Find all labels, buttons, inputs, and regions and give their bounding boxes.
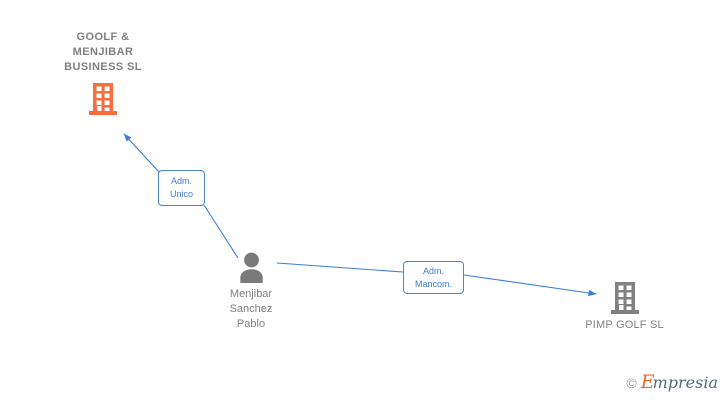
node-company-goolf-menjibar-business-sl[interactable]: GOOLF & MENJIBAR BUSINESS SL xyxy=(33,30,173,116)
person-icon xyxy=(196,252,306,283)
building-icon xyxy=(33,82,173,116)
node-person-label: Menjibar Sanchez Pablo xyxy=(229,288,273,330)
node-company-main-label: GOOLF & MENJIBAR BUSINESS SL xyxy=(64,31,142,73)
building-icon xyxy=(572,281,677,315)
edge-adm-mancom-segment-right xyxy=(463,274,597,297)
edge-adm-mancom-segment-left xyxy=(276,262,404,273)
node-person-menjibar-sanchez-pablo[interactable]: Menjibar Sanchez Pablo xyxy=(196,252,306,332)
node-company-right-label: PIMP GOLF SL xyxy=(585,319,664,331)
copyright-symbol: © xyxy=(626,374,637,391)
edge-label-adm-mancom[interactable]: Adm. Mancom. xyxy=(403,261,464,294)
edge-adm-unico-segment-upper xyxy=(123,133,160,173)
node-company-pimp-golf-sl[interactable]: PIMP GOLF SL xyxy=(572,281,677,332)
edge-adm-unico-segment-lower xyxy=(203,204,239,259)
edge-label-adm-unico[interactable]: Adm. Unico xyxy=(158,170,205,206)
brand-initial: E xyxy=(640,371,655,393)
watermark-empresia: © Empresia xyxy=(626,373,718,392)
brand-name: mpresia xyxy=(652,373,718,392)
